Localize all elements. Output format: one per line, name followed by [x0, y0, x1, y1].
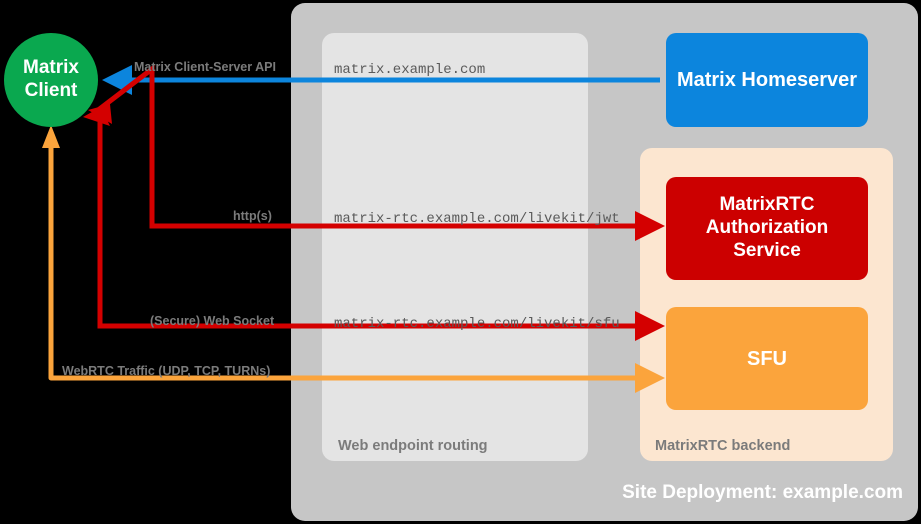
node-matrix-homeserver[interactable]	[666, 33, 868, 127]
edge-webrtc-traffic	[42, 125, 665, 393]
node-matrixrtc-authorization-service[interactable]	[666, 177, 868, 280]
node-matrix-client[interactable]	[4, 33, 98, 127]
web-endpoint-routing-container	[322, 33, 588, 461]
edge-web-socket	[83, 107, 665, 341]
node-sfu[interactable]	[666, 307, 868, 410]
